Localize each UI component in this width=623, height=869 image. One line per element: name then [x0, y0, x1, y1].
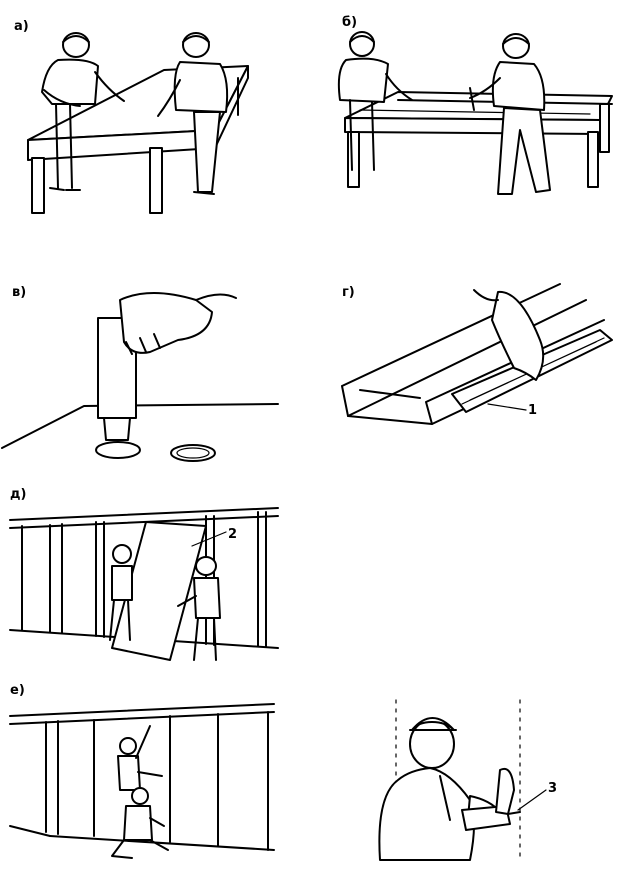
panel-d: д) 2: [9, 487, 279, 661]
panel-g-callout-1: 1: [528, 403, 537, 418]
panel-g-label: г): [342, 285, 355, 300]
panel-zh-worker: [378, 717, 501, 861]
panel-zh-callout-3: 3: [548, 781, 557, 796]
panel-d-gypsum-board: [111, 521, 207, 661]
panel-v-label: в): [12, 285, 26, 300]
panel-e: е): [9, 683, 275, 859]
panel-b: б): [337, 15, 613, 195]
panel-zh-stud-lines: [395, 699, 521, 861]
panel-d-callout-2: 2: [228, 527, 237, 542]
panel-g: г) 1: [341, 283, 613, 425]
panel-e-wall: [9, 703, 275, 851]
panel-a-worker-left: [41, 32, 125, 191]
panel-d-worker-left: [109, 544, 133, 641]
panel-e-label: е): [10, 683, 25, 698]
panel-b-worker-left: [337, 31, 413, 171]
panel-a-worker-right: [157, 32, 229, 195]
panel-v: в): [1, 285, 279, 462]
panel-e-worker-standing: [117, 725, 163, 791]
panel-a: а): [14, 19, 249, 214]
panel-zh-screwdriver: [461, 768, 521, 831]
panel-a-label: а): [14, 19, 29, 34]
panel-b-worker-right: [469, 33, 551, 195]
panel-b-table: [344, 91, 613, 188]
panel-v-vacuum-lifter: [95, 292, 237, 459]
panel-d-worker-right: [177, 556, 221, 661]
panel-g-hand: [491, 290, 545, 381]
panel-e-worker-kneeling: [111, 787, 169, 859]
panel-d-label: д): [10, 487, 26, 502]
panel-b-label: б): [342, 15, 357, 30]
panel-zh: 3: [378, 699, 557, 861]
